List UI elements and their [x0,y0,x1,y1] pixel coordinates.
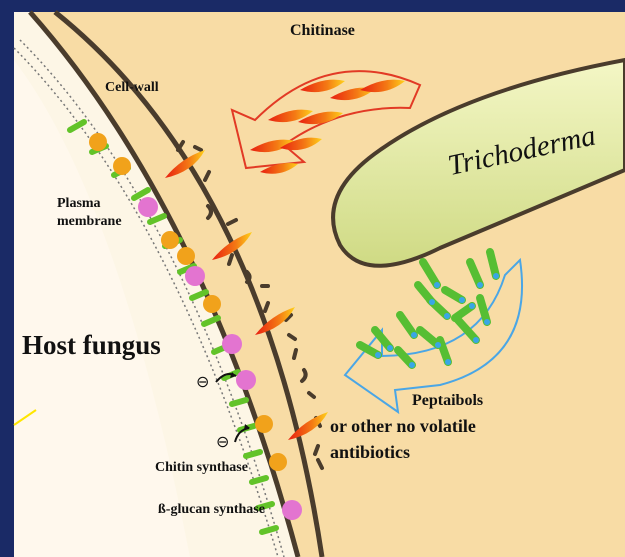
host-fungus-label: Host fungus [22,330,161,361]
glucan-synthase-label: ß-glucan synthase [158,502,265,518]
plasma-membrane-label-line2: membrane [57,214,122,230]
other-antibiotics-label-line1: or other no volatile [330,416,476,437]
peptaibols-label: Peptaibols [412,392,483,410]
other-antibiotics-label-line2: antibiotics [330,442,410,463]
inhibit-icon-1: ⊖ [196,372,209,392]
chitinase-label: Chitinase [290,22,355,40]
plasma-membrane-label-line1: Plasma [57,196,101,212]
chitin-synthase-label: Chitin synthase [155,460,248,476]
inhibit-icon-2: ⊖ [216,432,229,452]
cell-wall-label: Cell-wall [105,80,159,96]
